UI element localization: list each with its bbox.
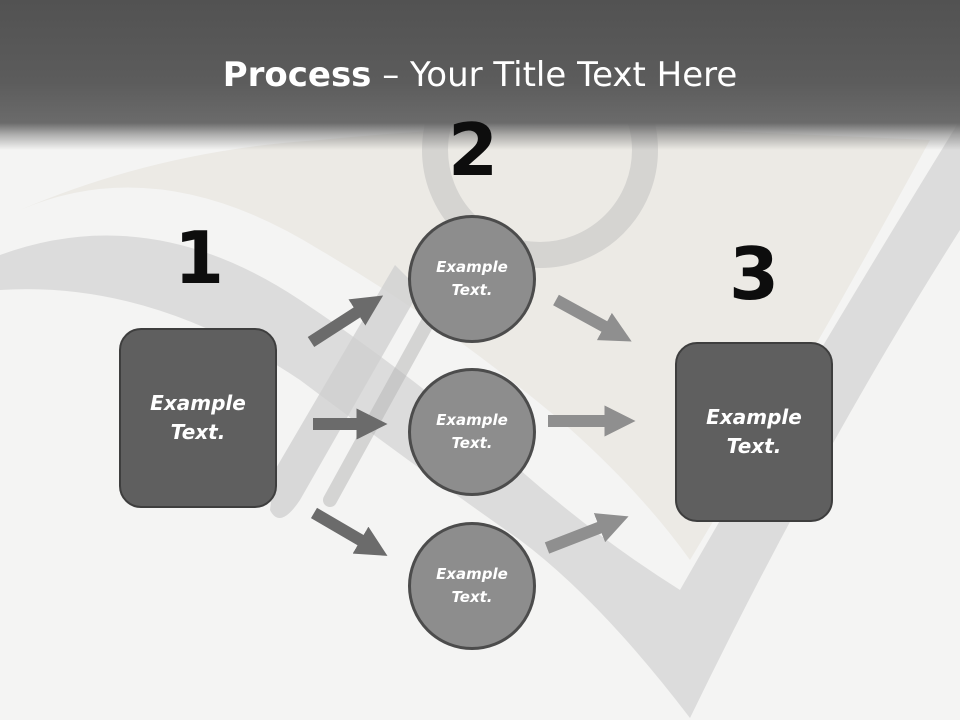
circle-1-text: Example Text.: [436, 258, 508, 299]
magnifier-handle: [270, 265, 420, 518]
arrow-step1-to-circle3: [310, 507, 388, 556]
step-number-3: 3: [728, 232, 780, 316]
circle-3-text: Example Text.: [436, 565, 508, 606]
check-mark-shape: [0, 120, 960, 718]
title-bar: [0, 0, 960, 150]
step-box-3-text: Example Text.: [706, 405, 802, 458]
title-rest: – Your Title Text Here: [371, 55, 738, 95]
arrow-step1-to-circle1: [307, 295, 384, 348]
step-box-3: Example Text.: [675, 342, 833, 522]
page-title: Process – Your Title Text Here: [0, 52, 960, 98]
step-number-1: 1: [173, 216, 225, 300]
circle-2-text: Example Text.: [436, 411, 508, 452]
arrow-circle3-to-step3: [544, 513, 629, 554]
circle-3: Example Text.: [408, 522, 536, 650]
title-bold: Process: [222, 55, 372, 95]
step-box-1-text: Example Text.: [150, 391, 246, 444]
step-box-1: Example Text.: [119, 328, 277, 508]
circle-1: Example Text.: [408, 215, 536, 343]
circle-2: Example Text.: [408, 368, 536, 496]
arrow-circle1-to-step3: [553, 294, 632, 342]
step-number-2: 2: [447, 108, 499, 192]
